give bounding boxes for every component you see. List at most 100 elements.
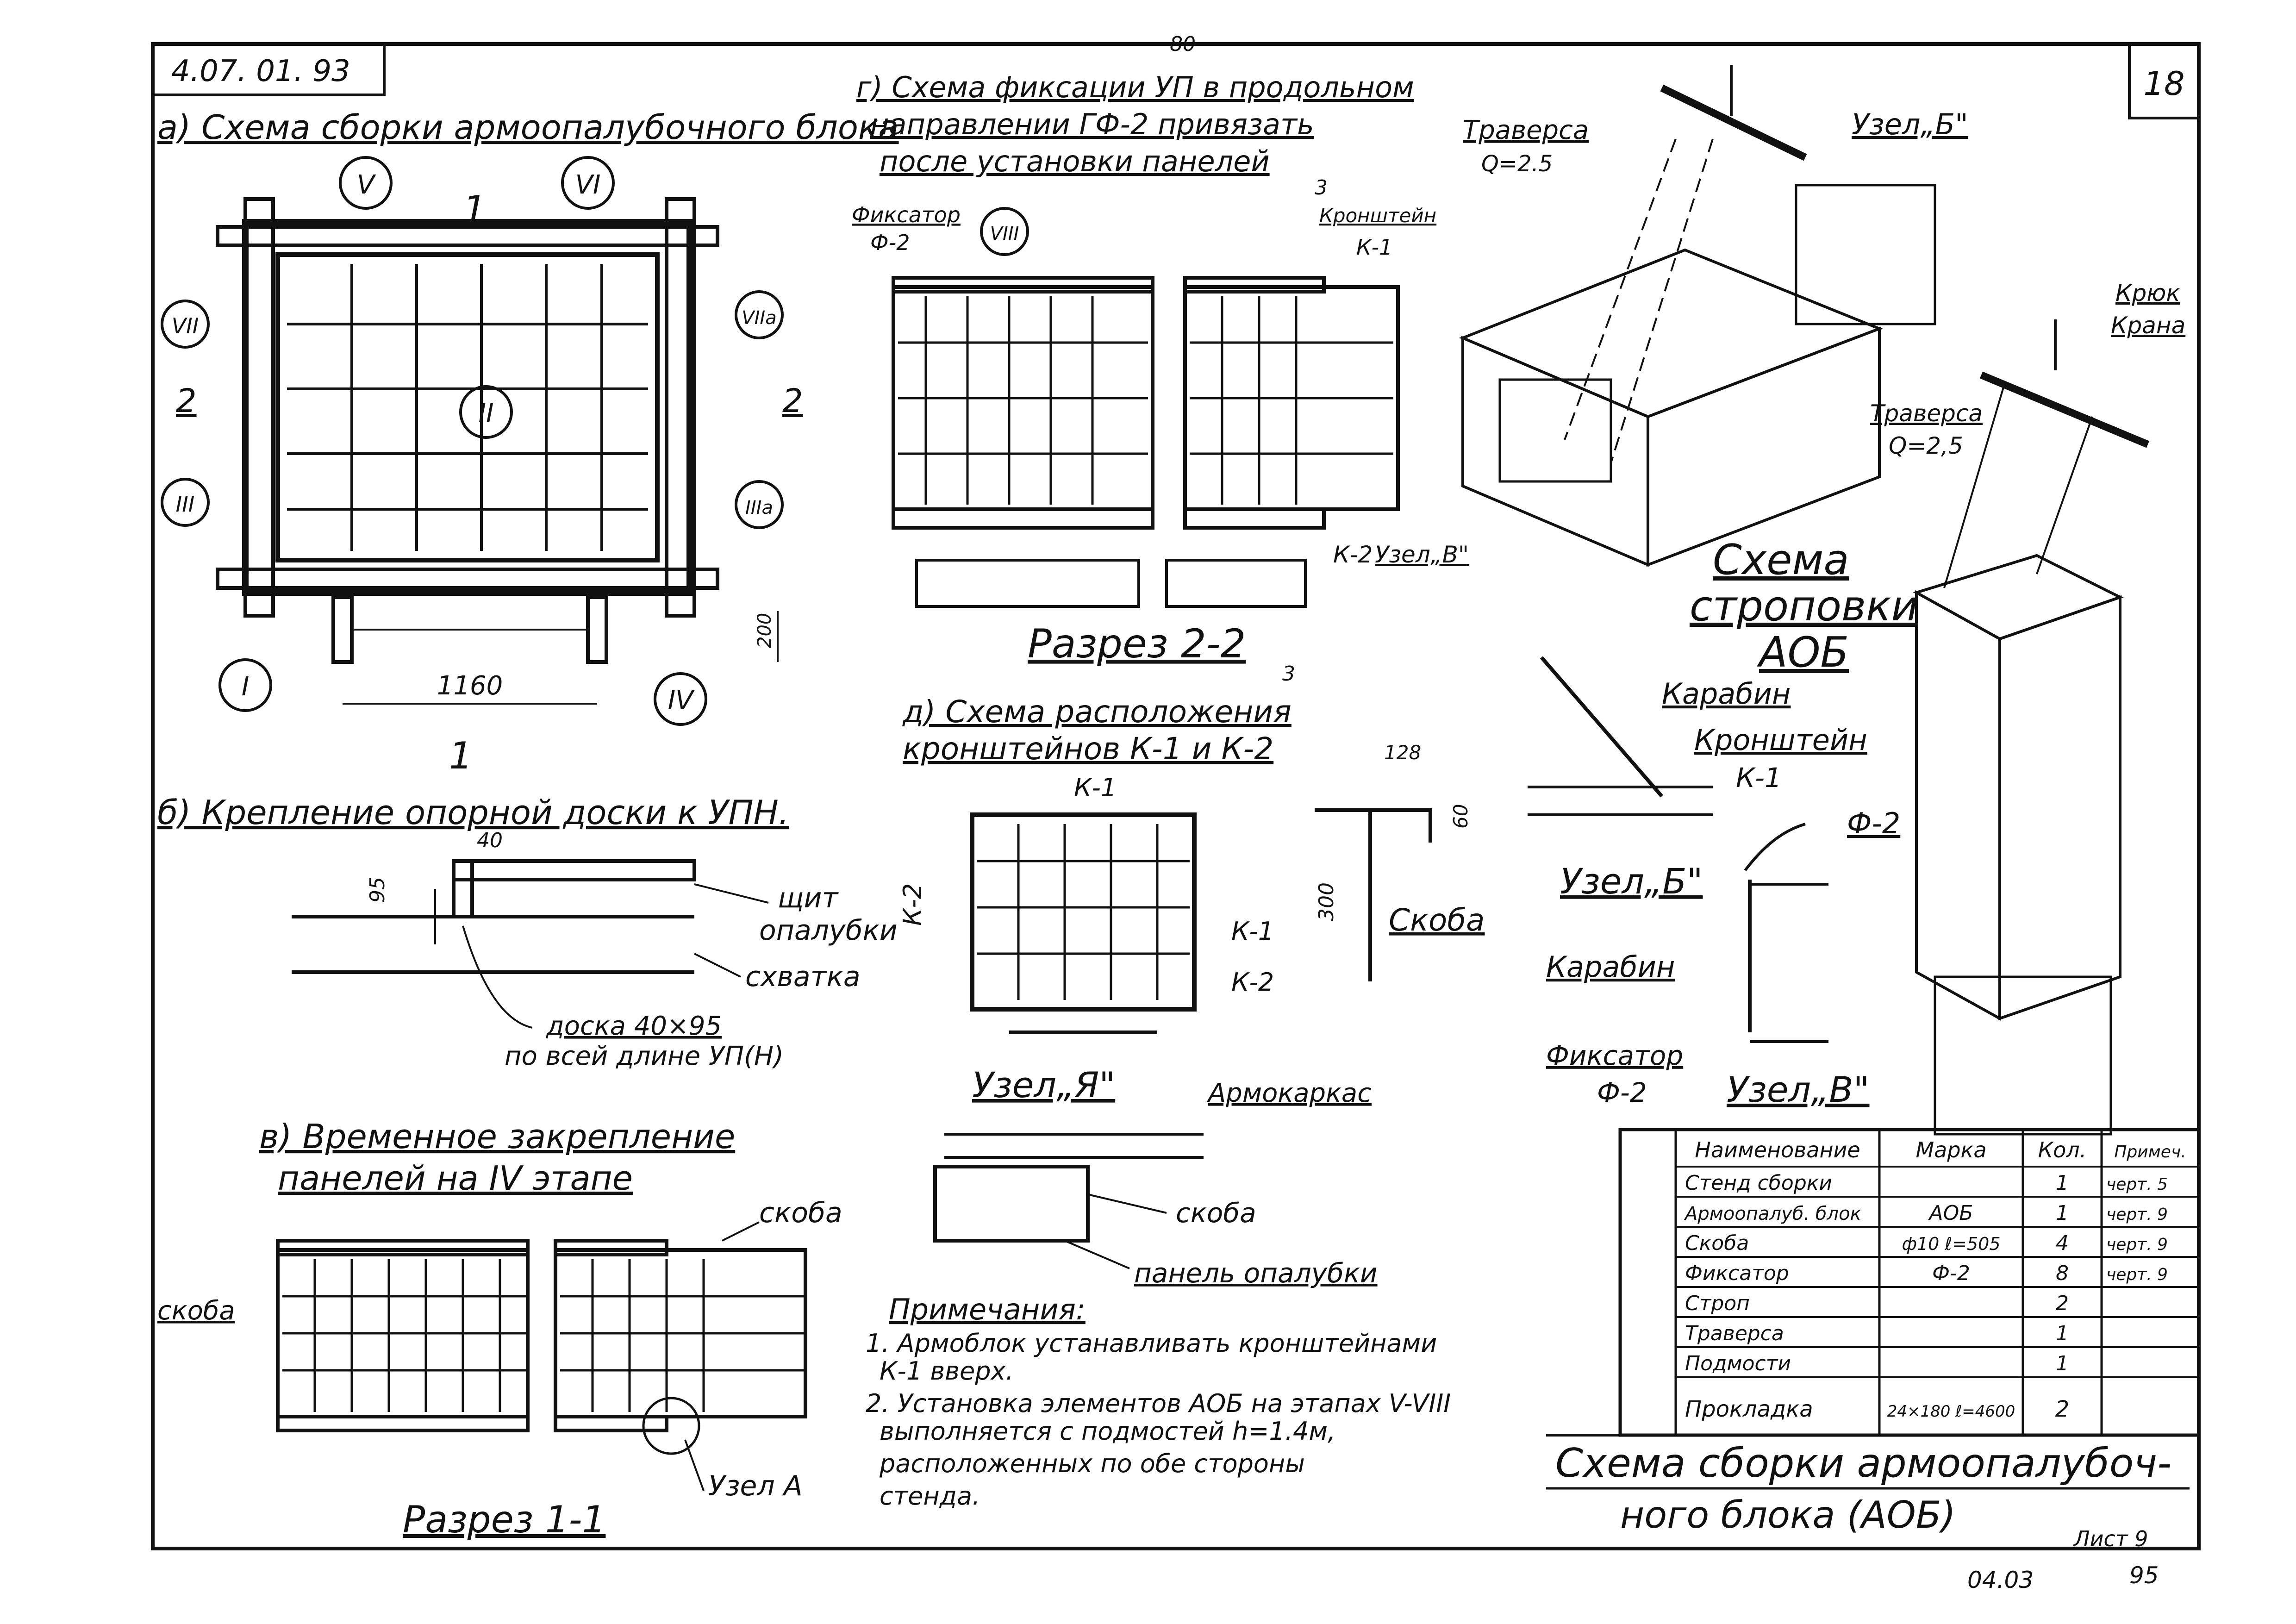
panel-d: д) Схема расположения кронштейнов К-1 и … [898, 694, 1485, 1034]
label-node-a: Узел А [708, 1470, 803, 1502]
bottom-beam [216, 568, 719, 590]
page-number: 80 [1170, 32, 1196, 56]
label-frame: Армокаркас [1207, 1078, 1372, 1108]
panel-d-title1: д) Схема расположения [902, 694, 1292, 730]
table-cell: 1 [2056, 1352, 2069, 1375]
top-beam [216, 225, 719, 247]
node-v-f2b: Ф-2 [1597, 1077, 1647, 1108]
panel-v: в) Временное закрепление панелей на IV э… [157, 1117, 842, 1541]
panel-g-title2: направлении ГФ-2 привязать [870, 107, 1314, 141]
doc-code-box [151, 43, 386, 96]
right-post [665, 197, 696, 618]
table-cell: 1 [2056, 1201, 2069, 1225]
mark-v: V [357, 170, 376, 200]
panel-a-title: а) Схема сборки армоопалубочного блока [157, 108, 899, 147]
table-cell: черт. 9 [2106, 1265, 2168, 1284]
label-fixator-mark: Ф-2 [870, 230, 910, 255]
notes-line5: расположенных по обе стороны [879, 1449, 1305, 1478]
assembly-frame [242, 219, 693, 596]
mark-iiia: IIIа [745, 497, 773, 518]
rebar-cage-top [1795, 184, 1936, 325]
d-block [970, 812, 1197, 1012]
support-right [586, 595, 608, 664]
mark-vi: VI [575, 170, 601, 200]
label-k2-side: К-2 [898, 883, 927, 926]
table-row: Подмости [1685, 1352, 1791, 1375]
label-skoba-ya: скоба [1176, 1197, 1256, 1229]
node-ya-title: Узел„Я" [972, 1064, 1115, 1106]
dim-60: 60 [1449, 804, 1472, 829]
rebar-cage-bottom [1934, 975, 2112, 1136]
panel-b-title: б) Крепление опорной доски к УПН. [157, 793, 789, 832]
section-mark-2-right: 2 [782, 382, 803, 420]
th-qty: Кол. [2038, 1137, 2087, 1162]
th-mark: Марка [1915, 1137, 1986, 1162]
notes-line4: выполняется с подмостей h=1.4м, [880, 1417, 1335, 1446]
support-left [331, 595, 354, 664]
panel-v-title1: в) Временное закрепление [259, 1117, 735, 1156]
vblock-top [1913, 554, 2124, 641]
sheet-number: 18 [2143, 65, 2184, 103]
table-cell: 24×180 ℓ=4600 [1887, 1402, 2015, 1421]
dim-40: 40 [477, 829, 503, 852]
vblock-front [1915, 590, 2001, 1021]
table-cell: 1 [2056, 1322, 2069, 1345]
rebar-grid [287, 264, 648, 551]
shield-plate [452, 859, 696, 881]
table-cell: 2 [2056, 1292, 2069, 1315]
section-mark-1-bottom: 1 [449, 734, 473, 777]
panel-a: а) Схема сборки армоопалубочного блока 1… [157, 108, 899, 777]
label-k1-top: К-1 [1074, 773, 1117, 802]
node-b-title: Узел„Б" [1560, 861, 1703, 902]
table-cell: 4 [2056, 1231, 2069, 1255]
label-board: доска 40×95 [546, 1011, 722, 1041]
dim-200: 200 [754, 613, 775, 648]
notes-heading: Примечания: [889, 1293, 1086, 1326]
node-v-f2: Ф-2 [1847, 806, 1900, 840]
mark-iv: IV [668, 686, 695, 716]
mark-vii: VII [172, 313, 199, 338]
notes-line6: стенда. [880, 1481, 980, 1511]
panel-g: г) Схема фиксации УП в продольном направ… [852, 70, 1469, 686]
sheet-number-box [2128, 43, 2200, 119]
vblock-side [1998, 595, 2121, 1021]
notes-line2: К-1 вверх. [880, 1356, 1014, 1386]
dim-300: 300 [1315, 882, 1338, 921]
table-cell: 2 [2055, 1396, 2070, 1422]
slinging-title2: строповки [1690, 582, 1918, 631]
table-row: Стенд сборки [1685, 1171, 1832, 1195]
section-2-2-title: Разрез 2-2 [1028, 621, 1246, 667]
table-cell: Ф-2 [1932, 1262, 1970, 1285]
inner-frame [275, 252, 660, 562]
block-side-face [1647, 326, 1881, 567]
node-b-bracket: Кронштейн [1694, 723, 1867, 757]
section-1-1-title: Разрез 1-1 [403, 1498, 605, 1541]
hook-label2: Крана [2111, 312, 2185, 339]
table-row: Скоба [1685, 1231, 1749, 1255]
sheet-border [151, 42, 2201, 1550]
footer-num: 95 [2129, 1562, 2159, 1589]
section-mark-3-bottom: 3 [1282, 662, 1295, 686]
node-v-title: Узел„В" [1727, 1069, 1870, 1110]
table-row: Армоопалуб. блок [1684, 1203, 1861, 1224]
traverse-bottom: Траверса [1870, 400, 1983, 427]
wood-support-left [915, 559, 1140, 608]
node-v-fixator: Фиксатор [1546, 1040, 1683, 1071]
doc-code: 4.07. 01. 93 [171, 54, 350, 88]
dim-1160: 1160 [437, 671, 503, 701]
mark-i: I [242, 672, 250, 702]
node-ya: Узел„Я" Армокаркас скоба панель опалубки [933, 1064, 1378, 1289]
traverse-top-bar [1660, 84, 1807, 161]
label-node-v: Узел„В" [1375, 541, 1469, 568]
panel-v-title2: панелей на IV этапе [278, 1159, 633, 1198]
label-skoba-right: скоба [759, 1197, 842, 1229]
table-cell: черт. 5 [2106, 1175, 2168, 1194]
notes: Примечания: 1. Армоблок устанавливать кр… [866, 1293, 1451, 1511]
footer-code: 04.03 [1967, 1567, 2034, 1593]
table-cell: черт. 9 [2106, 1205, 2168, 1224]
table-cell: ф10 ℓ=505 [1902, 1234, 2001, 1254]
spec-table: Наименование Марка Кол. Примеч. Стенд сб… [1618, 1128, 2201, 1437]
table-row: Строп [1685, 1292, 1750, 1315]
label-panel: панель опалубки [1134, 1257, 1378, 1289]
node-v: Ф-2 Карабин Фиксатор Ф-2 Узел„В" [1546, 806, 1900, 1110]
